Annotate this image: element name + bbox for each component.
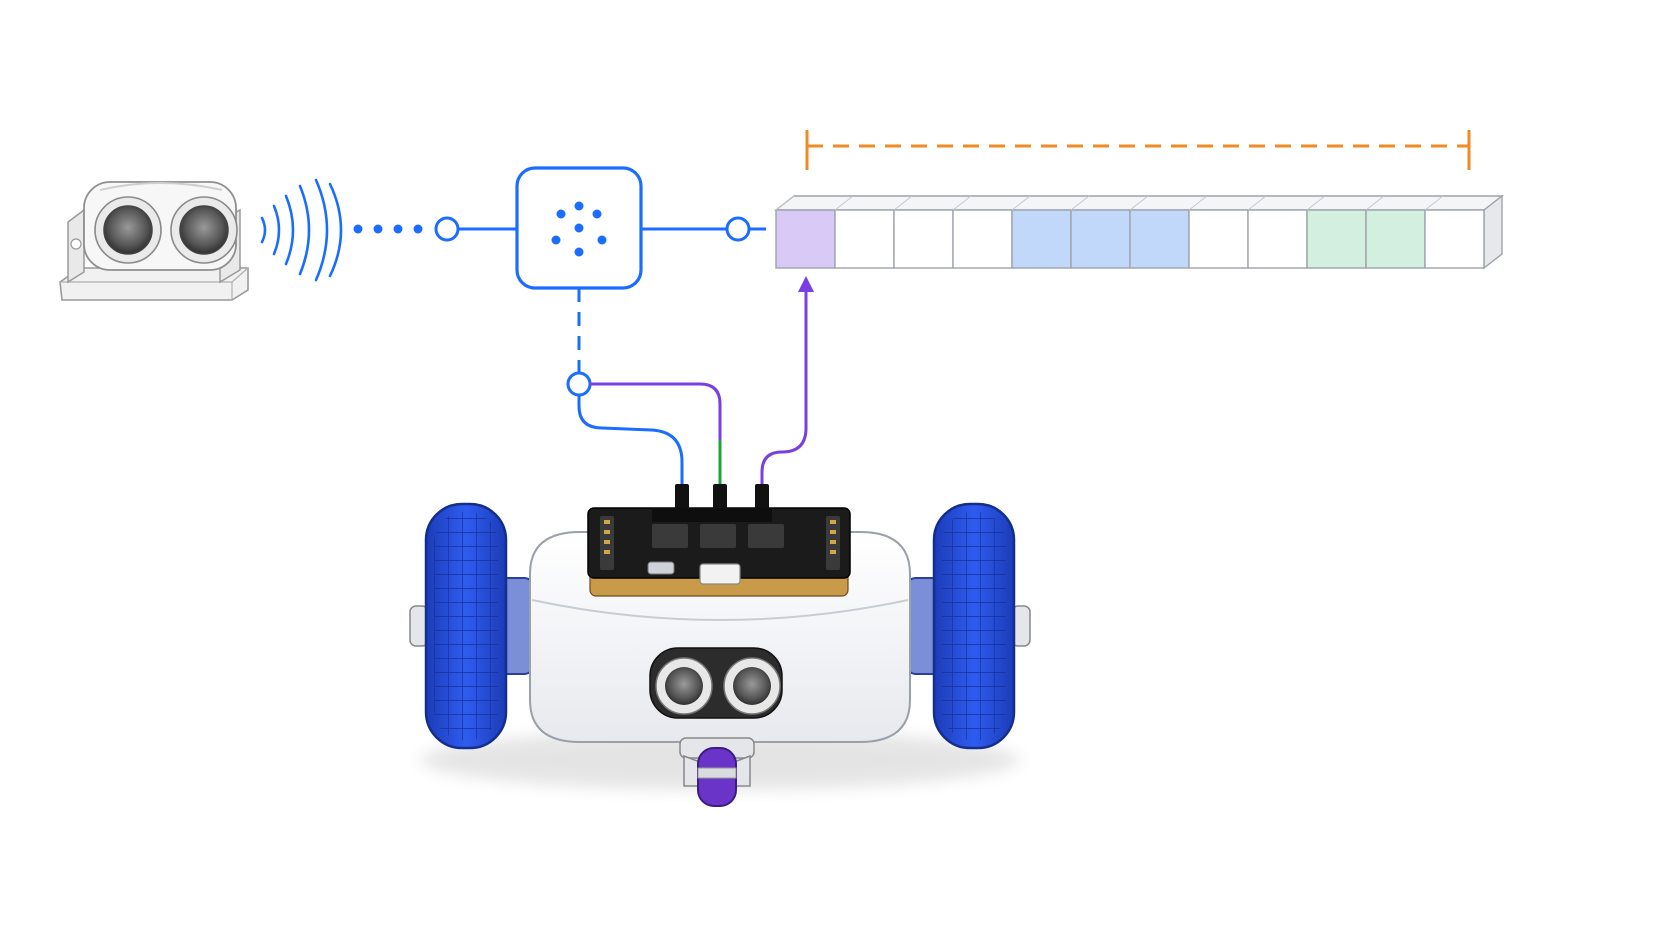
buffer-cell-divider <box>1011 195 1031 211</box>
signal-wires <box>577 382 722 486</box>
buffer-cell-empty <box>893 209 954 269</box>
dashed-link <box>566 288 592 397</box>
two-wheel-robot-icon <box>409 484 1031 807</box>
buffer-cell-divider <box>1306 195 1326 211</box>
buffer-cell-empty <box>952 209 1013 269</box>
output-connector <box>641 216 766 242</box>
signal-waves-icon <box>260 178 343 282</box>
input-connector <box>434 216 517 242</box>
dotted-connector <box>353 224 423 234</box>
buffer-array <box>773 194 1505 270</box>
buffer-cell-empty <box>1247 209 1308 269</box>
buffer-cell-empty <box>1424 209 1485 269</box>
buffer-cell-empty <box>834 209 895 269</box>
buffer-cell-empty <box>1188 209 1249 269</box>
left-wheel <box>409 502 535 750</box>
buffer-cell-divider <box>893 195 913 211</box>
front-ultrasonic-sensor <box>649 647 783 719</box>
processing-node-icon <box>515 166 643 290</box>
buffer-cell-highlight-green <box>1306 209 1367 269</box>
buffer-cell-highlight-green <box>1365 209 1426 269</box>
buffer-cell-divider <box>1070 195 1090 211</box>
buffer-cell-divider <box>1424 195 1444 211</box>
buffer-cell-divider <box>1247 195 1267 211</box>
control-board <box>587 484 851 597</box>
buffer-cell-divider <box>1365 195 1385 211</box>
buffer-cell-highlight-purple <box>775 209 836 269</box>
buffer-cell-divider <box>952 195 972 211</box>
buffer-cell-divider <box>775 195 795 211</box>
buffer-cell-highlight-blue <box>1129 209 1190 269</box>
buffer-cell-divider <box>1129 195 1149 211</box>
buffer-cell-highlight-blue <box>1011 209 1072 269</box>
buffer-cell-highlight-blue <box>1070 209 1131 269</box>
span-bracket <box>805 130 1471 170</box>
caster-wheel <box>679 737 755 807</box>
buffer-cell-divider <box>834 195 854 211</box>
ultrasonic-sensor-icon <box>59 181 249 301</box>
buffer-cell-divider <box>1188 195 1208 211</box>
write-pointer-arrow <box>760 276 814 486</box>
right-wheel <box>905 502 1031 750</box>
